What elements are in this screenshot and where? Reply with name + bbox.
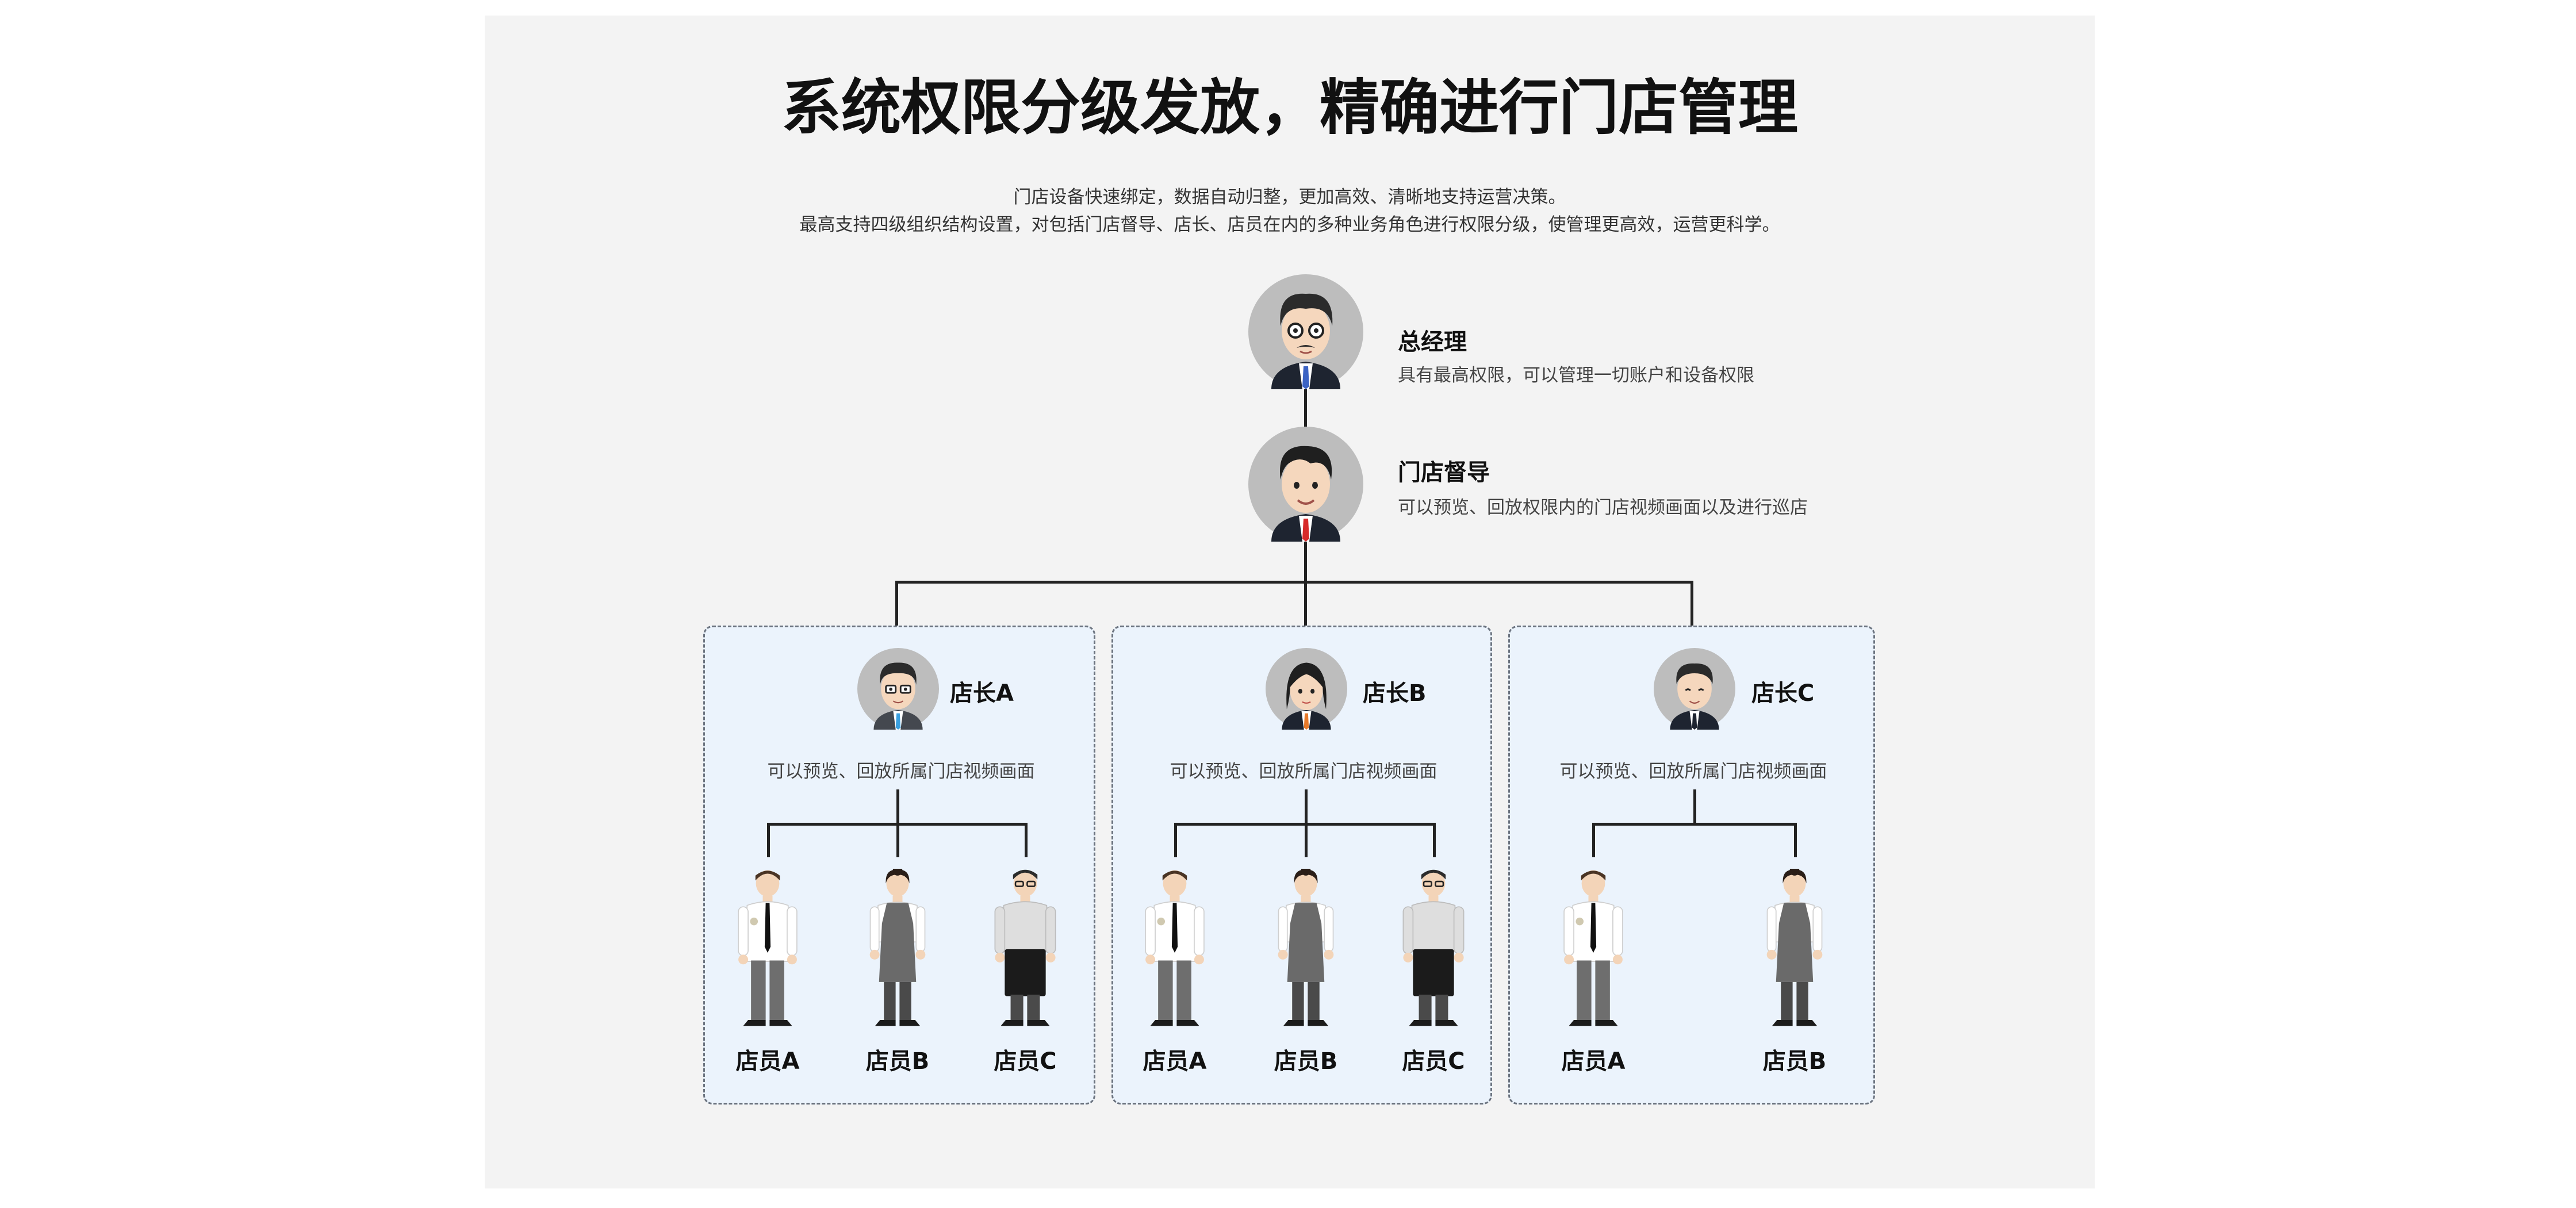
connector-b-3 [1433,823,1436,857]
connector-b-2 [1305,823,1308,857]
connector-gm-supervisor [1304,384,1307,441]
staff-c1-label: 店员A [1561,1048,1626,1075]
diagram-panel: 系统权限分级发放，精确进行门店管理 门店设备快速绑定，数据自动归整，更加高效、清… [485,16,2095,1188]
connector-c-1 [1592,823,1595,857]
general-manager-name: 总经理 [1398,329,1467,355]
general-manager-desc: 具有最高权限，可以管理一切账户和设备权限 [1398,365,1754,386]
manager-a-name: 店长A [950,680,1014,707]
staff-b1-figure [1126,869,1224,1030]
connector-c-down [1693,789,1696,824]
supervisor-name: 门店督导 [1398,459,1490,486]
general-manager-avatar [1248,274,1363,389]
connector-store-bus [895,581,1692,584]
staff-c1-figure [1544,869,1642,1030]
staff-b1-label: 店员A [1143,1048,1207,1075]
subtitle-line-2: 最高支持四级组织结构设置，对包括门店督导、店长、店员在内的多种业务角色进行权限分… [799,214,1780,235]
store-c-box: 店长C 可以预览、回放所属门店视频画面 店员A 店员B [1508,626,1875,1105]
connector-a-down [896,789,899,824]
manager-b-desc: 可以预览、回放所属门店视频画面 [1170,761,1438,782]
store-b-box: 店长B 可以预览、回放所属门店视频画面 店员A 店员B 店员C [1111,626,1492,1105]
page-title: 系统权限分级发放，精确进行门店管理 [781,72,1798,143]
staff-c2-label: 店员B [1762,1048,1827,1075]
staff-c2-figure [1746,869,1843,1030]
connector-a-3 [1025,823,1028,857]
manager-c-desc: 可以预览、回放所属门店视频画面 [1559,761,1827,782]
staff-a3-label: 店员C [994,1048,1057,1075]
manager-b-name: 店长B [1363,680,1427,707]
manager-b-avatar [1266,648,1347,730]
staff-b2-label: 店员B [1274,1048,1338,1075]
connector-a-2 [896,823,899,857]
connector-c-bus [1592,823,1797,826]
supervisor-desc: 可以预览、回放权限内的门店视频画面以及进行巡店 [1398,497,1808,518]
manager-c-name: 店长C [1751,680,1815,707]
subtitle-line-1: 门店设备快速绑定，数据自动归整，更加高效、清晰地支持运营决策。 [1013,187,1566,208]
supervisor-avatar [1248,427,1363,542]
staff-a3-figure [976,869,1074,1030]
staff-b2-figure [1257,869,1355,1030]
connector-b-down [1305,789,1308,824]
connector-b-1 [1174,823,1177,857]
store-a-box: 店长A 可以预览、回放所属门店视频画面 店员A 店员B 店员C [703,626,1095,1105]
staff-b3-label: 店员C [1402,1048,1465,1075]
staff-a1-label: 店员A [735,1048,800,1075]
staff-a1-figure [719,869,816,1030]
manager-a-avatar [857,648,939,730]
staff-a2-label: 店员B [865,1048,930,1075]
connector-a-1 [767,823,770,857]
staff-a2-figure [849,869,946,1030]
staff-b3-figure [1385,869,1482,1030]
manager-a-desc: 可以预览、回放所属门店视频画面 [767,761,1035,782]
manager-c-avatar [1654,648,1735,730]
connector-c-2 [1794,823,1797,857]
